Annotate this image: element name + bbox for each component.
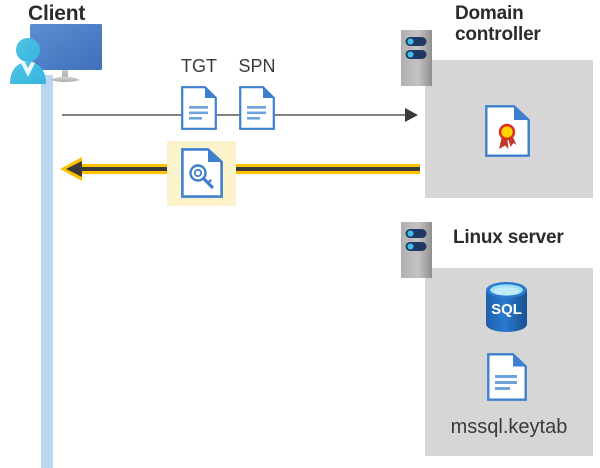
certificate-document-icon (485, 105, 530, 157)
sql-database-label: SQL (491, 301, 522, 318)
tgt-document-icon (181, 86, 217, 130)
linux-server-title: Linux server (453, 227, 564, 248)
reply-arrow-domain-controller-to-client (60, 156, 420, 182)
server-tower-icon (401, 222, 432, 278)
key-document-icon (181, 148, 223, 198)
server-tower-icon (401, 30, 432, 86)
spn-label: SPN (238, 56, 276, 76)
domain-controller-title: Domain controller (455, 3, 541, 46)
keytab-filename-label: mssql.keytab (450, 416, 568, 438)
request-arrow-client-to-domain-controller (62, 105, 418, 125)
sql-database-icon: SQL (482, 281, 531, 333)
keytab-document-icon (487, 353, 527, 401)
spn-document-icon (239, 86, 275, 130)
user-with-monitor-icon (6, 22, 118, 98)
tgt-label: TGT (181, 56, 217, 76)
client-title: Client (28, 2, 86, 25)
client-lifeline (41, 75, 53, 468)
